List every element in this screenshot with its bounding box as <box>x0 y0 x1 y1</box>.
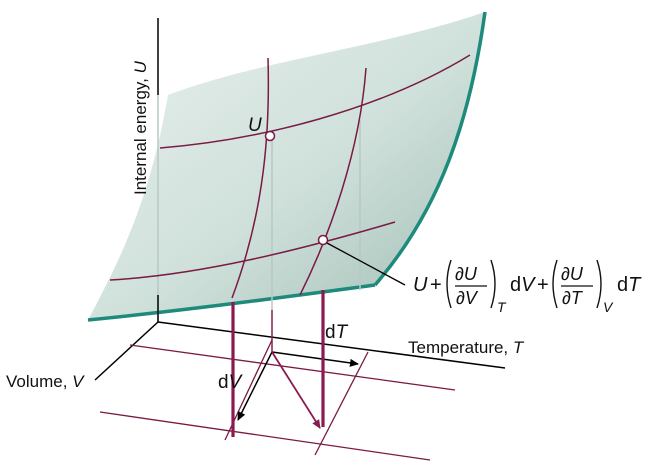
point-u <box>264 130 276 142</box>
volume-axis-label: Volume, V <box>6 372 85 391</box>
surface-front-edge <box>87 283 376 322</box>
surface-grid-curves <box>109 54 471 299</box>
svg-text:dT: dT <box>617 274 642 296</box>
point-u-label: U <box>248 115 262 136</box>
svg-text:+: + <box>430 274 442 296</box>
svg-text:∂T: ∂T <box>562 288 584 308</box>
base-grid-lines <box>99 339 456 461</box>
temperature-axis-label: Temperature, T <box>408 338 525 357</box>
dt-arrow <box>271 351 359 367</box>
svg-text:U: U <box>413 274 428 296</box>
svg-text:∂V: ∂V <box>456 288 479 308</box>
dv-arrow <box>237 351 273 421</box>
dt-label: dT <box>325 322 349 343</box>
svg-text:∂U: ∂U <box>455 264 478 284</box>
temperature-axis-line <box>157 321 506 369</box>
volume-axis-line <box>94 321 159 381</box>
diagonal-projection-arrow <box>271 351 321 429</box>
svg-text:∂U: ∂U <box>561 264 584 284</box>
point-u-plus-du <box>317 234 329 246</box>
projection-lines <box>231 290 325 437</box>
expression-leader <box>326 242 406 286</box>
energy-axis-label: Internal energy, U <box>131 60 150 195</box>
svg-text:+: + <box>537 274 549 296</box>
dv-label: dV <box>218 372 244 393</box>
svg-text:dV: dV <box>510 274 536 296</box>
surface-right-edge <box>373 11 487 287</box>
surface-vertical-guides <box>157 95 361 322</box>
svg-text:V: V <box>603 299 614 315</box>
svg-text:T: T <box>497 299 507 315</box>
total-differential-expression: U + ∂U ∂V T dV + ∂U ∂T V dT <box>413 259 642 315</box>
energy-surface <box>88 12 485 320</box>
